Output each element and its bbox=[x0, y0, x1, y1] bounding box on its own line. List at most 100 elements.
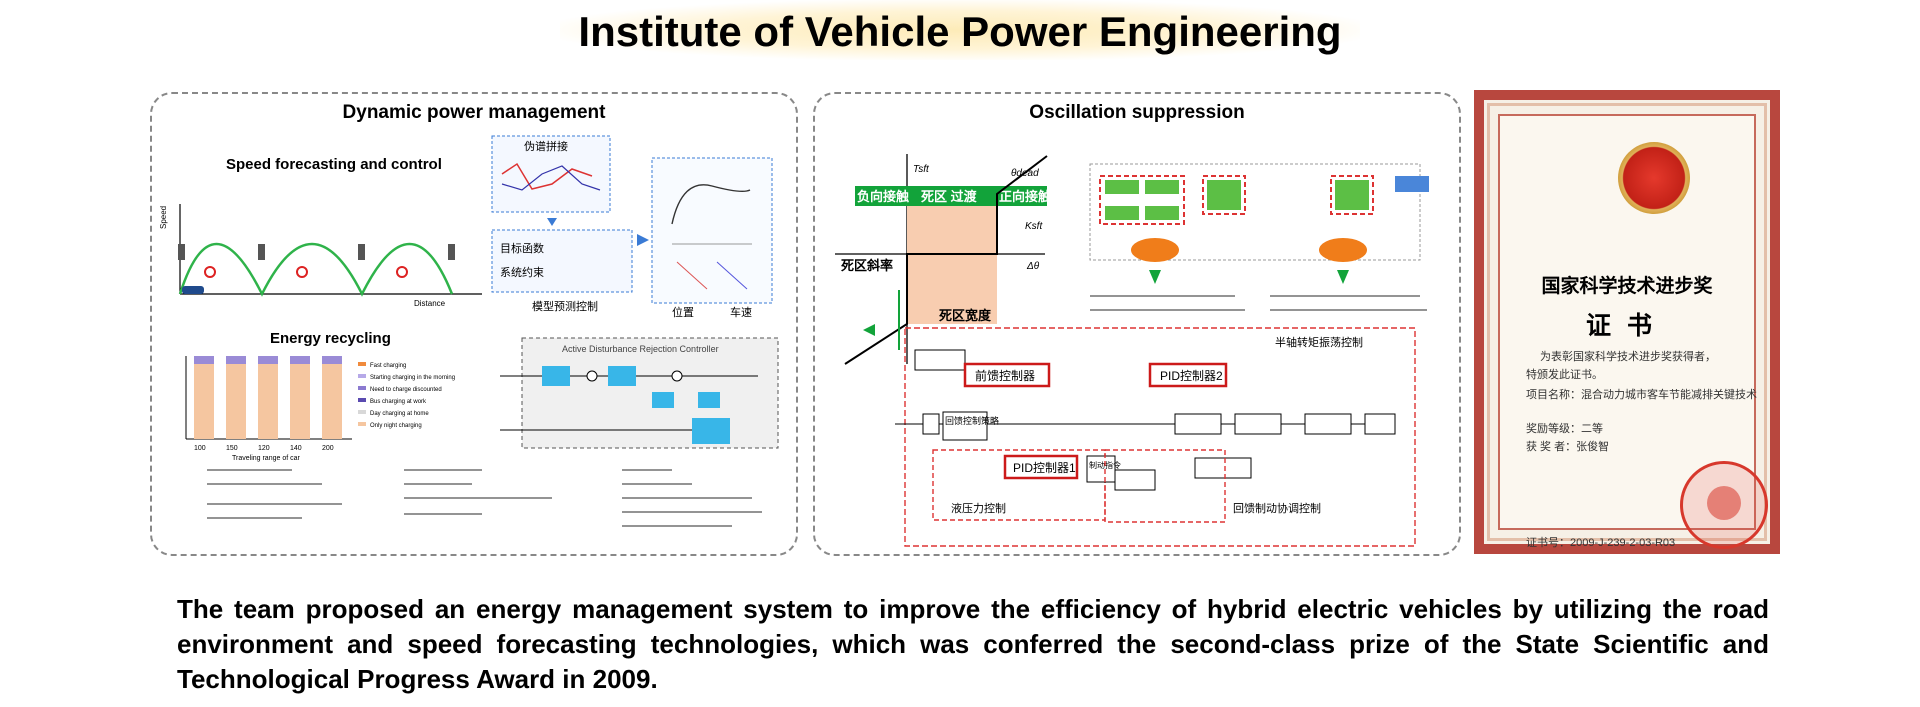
adrc-block bbox=[692, 418, 730, 444]
caption-text: The team proposed an energy management s… bbox=[177, 594, 1769, 694]
optimization-box bbox=[491, 229, 633, 293]
project-value: 混合动力城市客车节能减排关键技术 bbox=[1581, 389, 1757, 401]
speed-sign bbox=[204, 266, 216, 278]
grade-value: 二等 bbox=[1581, 423, 1603, 435]
energy-legend-item: Only night charging bbox=[370, 423, 422, 429]
speed-profile-curve bbox=[178, 242, 454, 297]
ctrl-block bbox=[1105, 206, 1139, 220]
winner-row: 获 奖 者：张俊智 bbox=[1526, 438, 1609, 454]
energy-bar bbox=[194, 356, 214, 439]
energy-bar bbox=[226, 356, 246, 439]
adrc-block bbox=[608, 366, 636, 386]
certificate-line1: 为表彰国家科学技术进步奖获得者， bbox=[1540, 351, 1716, 363]
energy-legend: Fast charging Starting charging in the m… bbox=[358, 362, 455, 429]
adrc-block bbox=[652, 392, 674, 408]
speed-label: 车速 bbox=[730, 305, 752, 319]
traffic-light bbox=[358, 244, 365, 260]
energy-legend-item: Need to charge discounted bbox=[370, 387, 442, 393]
panel-title-osc: Oscillation suppression bbox=[1029, 102, 1245, 123]
energy-xtick: 200 bbox=[322, 445, 334, 452]
energy-x-label: Traveling range of car bbox=[232, 455, 300, 462]
speed-sign bbox=[396, 266, 408, 278]
dead-zone-area bbox=[907, 194, 997, 324]
ctrl-block bbox=[1145, 206, 1179, 220]
panel-oscillation-suppression: Oscillation suppression 负向接触 死区 过渡 正向接触 … bbox=[813, 92, 1461, 556]
number-row: 证书号：2009-J-239-2-03-R03 bbox=[1526, 534, 1675, 550]
observer-block bbox=[1131, 238, 1179, 262]
award-certificate: 国家科学技术进步奖 证书 为表彰国家科学技术进步奖获得者， 特颁发此证书。 项目… bbox=[1474, 90, 1780, 554]
energy-bar bbox=[258, 356, 278, 439]
certificate-line2: 特颁发此证书。 bbox=[1526, 369, 1603, 381]
speed-axis-label: Speed bbox=[159, 206, 168, 229]
lower-control-box bbox=[904, 327, 1416, 547]
pid2-label: PID控制器2 bbox=[1160, 369, 1223, 383]
pid1-block bbox=[1003, 454, 1079, 480]
energy-xtick: 150 bbox=[226, 445, 238, 452]
energy-xtick: 140 bbox=[290, 445, 302, 452]
ctrl-block bbox=[1335, 180, 1369, 210]
distance-axis-label: Distance bbox=[414, 299, 446, 308]
winner-label: 获 奖 者： bbox=[1526, 441, 1577, 453]
number-label: 证书号： bbox=[1526, 537, 1570, 549]
position-label: 位置 bbox=[672, 305, 694, 319]
regen-strategy-block bbox=[942, 411, 988, 441]
ctrl-block bbox=[1207, 180, 1241, 210]
mpc-label: 模型预测控制 bbox=[532, 299, 598, 313]
certificate-inner: 国家科学技术进步奖 证书 为表彰国家科学技术进步奖获得者， 特颁发此证书。 项目… bbox=[1498, 114, 1768, 549]
panel-title-dpm: Dynamic power management bbox=[342, 102, 606, 123]
dead-zone-curve bbox=[844, 155, 1048, 365]
regen-strategy-label: 回馈控制策略 bbox=[945, 415, 999, 426]
pid1-label: PID控制器1 bbox=[1013, 461, 1076, 475]
dead-zone-label: 死区 过渡 bbox=[921, 189, 978, 204]
energy-bar bbox=[290, 356, 310, 439]
theta-label: θdead bbox=[1011, 168, 1039, 179]
speed-result-box bbox=[651, 157, 773, 304]
k-label: Ksft bbox=[1025, 221, 1043, 232]
neg-contact-label: 负向接触 bbox=[857, 189, 909, 204]
osc-diagram: 负向接触 死区 过渡 正向接触 Tsft θdead Ksft Δθ 死区斜率 … bbox=[835, 154, 1429, 547]
pos-contact-label: 正向接触 bbox=[999, 189, 1051, 204]
dead-zone-box bbox=[907, 186, 997, 206]
dz-slope-label: 死区斜率 bbox=[841, 258, 893, 273]
energy-legend-item: Fast charging bbox=[370, 363, 406, 369]
hydraulic-box bbox=[932, 449, 1106, 521]
ff-controller-block bbox=[963, 362, 1051, 388]
grade-row: 奖励等级：二等 bbox=[1526, 420, 1603, 436]
constraint-label: 系统约束 bbox=[500, 266, 544, 279]
braking-coordination-label: 回馈制动协调控制 bbox=[1233, 501, 1321, 515]
energy-legend-item: Starting charging in the morning bbox=[370, 375, 455, 381]
official-seal-icon bbox=[1680, 461, 1768, 549]
speed-forecast-title: Speed forecasting and control bbox=[226, 156, 442, 173]
half-shaft-label: 半轴转矩振荡控制 bbox=[1275, 335, 1363, 349]
neg-contact-box bbox=[855, 186, 907, 206]
grade-label: 奖励等级： bbox=[1526, 423, 1581, 435]
dz-width-label: 死区宽度 bbox=[939, 308, 992, 323]
number-value: 2009-J-239-2-03-R03 bbox=[1570, 537, 1676, 549]
ctrl-block bbox=[1105, 180, 1139, 194]
k1g-block bbox=[914, 349, 966, 371]
pid2-block bbox=[1148, 362, 1228, 388]
equation-lines bbox=[207, 469, 762, 527]
pos-contact-box bbox=[997, 186, 1047, 206]
adrc-block bbox=[698, 392, 720, 408]
energy-xtick: 120 bbox=[258, 445, 270, 452]
pseudo-spectral-box bbox=[491, 135, 611, 213]
brake-cmd-block bbox=[1086, 455, 1116, 483]
project-label: 项目名称： bbox=[1526, 389, 1581, 401]
plant-block bbox=[1395, 176, 1429, 192]
adrc-box bbox=[521, 337, 779, 449]
adrc-block bbox=[542, 366, 570, 386]
speed-sign bbox=[296, 266, 308, 278]
observer-block bbox=[1319, 238, 1367, 262]
project-row: 项目名称：混合动力城市客车节能减排关键技术 bbox=[1526, 386, 1757, 402]
certificate-heading: 证书 bbox=[1585, 312, 1668, 340]
traffic-light bbox=[448, 244, 455, 260]
traffic-light bbox=[178, 244, 185, 260]
ff-controller-label: 前馈控制器 bbox=[975, 368, 1035, 383]
pseudo-spectral-label: 伪谱拼接 bbox=[524, 139, 568, 153]
traffic-lights bbox=[178, 244, 455, 294]
energy-legend-item: Day charging at home bbox=[370, 411, 429, 417]
energy-bar-chart: 100 150 120 140 200 Traveling range of c… bbox=[185, 356, 455, 462]
ctrl-block bbox=[1145, 180, 1179, 194]
winner-value: 张俊智 bbox=[1576, 441, 1610, 453]
